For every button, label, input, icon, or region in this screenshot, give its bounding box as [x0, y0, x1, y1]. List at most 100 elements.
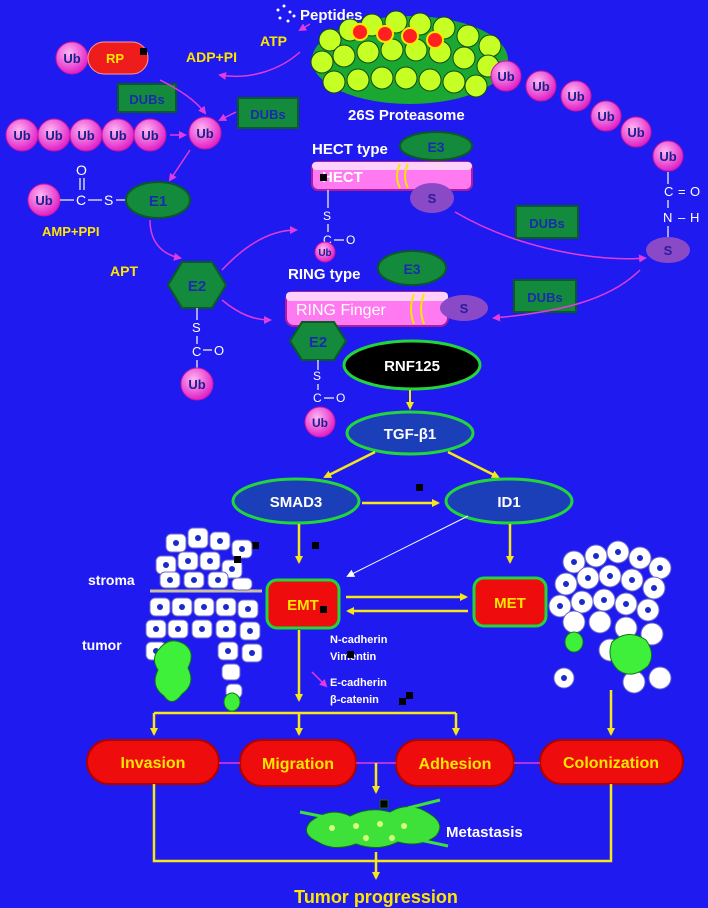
svg-text:S: S	[192, 320, 201, 335]
e2-to-ring-arrow	[221, 299, 272, 324]
id1-node: ID1	[444, 477, 574, 525]
atp-arrow	[218, 51, 301, 80]
amp-ppi-label: AMP+PPI	[42, 224, 99, 239]
svg-text:EMT: EMT	[287, 597, 319, 614]
svg-text:Ub: Ub	[497, 69, 514, 84]
emt-box: EMT	[265, 578, 341, 630]
hect-e3: E3 HECT S S C O Ub	[311, 131, 473, 263]
svg-text:Migration: Migration	[262, 756, 334, 773]
n-cadherin-label: N-cadherin	[330, 634, 388, 646]
svg-text:Ub: Ub	[312, 416, 328, 430]
svg-text:Ub: Ub	[188, 377, 205, 392]
svg-text:Ub: Ub	[597, 109, 614, 124]
artifact-square	[406, 692, 413, 699]
svg-text:Ub: Ub	[627, 125, 644, 140]
e2-enzyme-ring: E2 S C O Ub	[288, 321, 348, 438]
dubs-to-ub-arrow	[218, 111, 237, 121]
svg-text:C: C	[192, 344, 201, 359]
met-box: MET	[472, 576, 548, 628]
artifact-square	[347, 651, 354, 658]
svg-text:Ub: Ub	[567, 89, 584, 104]
svg-text:Ub: Ub	[109, 128, 126, 143]
svg-text:Ub: Ub	[45, 128, 62, 143]
svg-text:DUBs: DUBs	[250, 107, 285, 122]
proteasome-label: 26S Proteasome	[348, 107, 465, 124]
rp-to-ub-arrow	[159, 79, 207, 115]
svg-text:ID1: ID1	[497, 494, 520, 511]
svg-text:E3: E3	[427, 139, 444, 155]
adhesion-box: Adhesion	[395, 739, 515, 787]
tumor-progression-label: Tumor progression	[294, 887, 458, 907]
svg-text:S: S	[104, 192, 113, 208]
svg-text:E2: E2	[188, 278, 206, 295]
svg-text:RNF125: RNF125	[384, 358, 440, 375]
svg-text:Ub: Ub	[35, 193, 52, 208]
svg-text:Ub: Ub	[532, 79, 549, 94]
tgfb1-to-smad3-arrow	[323, 450, 376, 479]
id1-to-emt-arrow	[346, 515, 469, 577]
svg-text:O: O	[214, 343, 224, 358]
substrate-to-ring-arrow	[492, 269, 641, 322]
svg-text:Invasion: Invasion	[121, 755, 186, 772]
svg-text:RING Finger: RING Finger	[296, 302, 386, 319]
svg-text:S: S	[460, 301, 469, 316]
svg-text:Ub: Ub	[196, 126, 213, 141]
metastatic-colony-illustration	[548, 540, 672, 694]
svg-text:E1: E1	[149, 193, 167, 210]
svg-text:O: O	[346, 233, 355, 247]
svg-text:TGF-β1: TGF-β1	[384, 426, 437, 443]
ring-e3: E3 RING Finger S	[285, 250, 488, 327]
svg-text:C: C	[76, 192, 86, 208]
e1-enzyme: Ub C O S E1	[27, 162, 191, 219]
svg-text:C: C	[664, 184, 673, 199]
free-ub: Ub	[188, 116, 222, 150]
svg-text:O: O	[690, 184, 700, 199]
migration-box: Migration	[239, 739, 357, 787]
svg-text:Ub: Ub	[318, 248, 331, 259]
rnf125-node: RNF125	[342, 339, 482, 391]
tgfb1-node: TGF-β1	[345, 410, 475, 456]
svg-text:Ub: Ub	[141, 128, 158, 143]
e2-enzyme-left: E2 S C O Ub	[166, 261, 228, 401]
svg-text:=: =	[678, 184, 686, 199]
svg-text:Ub: Ub	[13, 128, 30, 143]
proteasome-26s	[310, 10, 508, 104]
smad3-node: SMAD3	[231, 477, 361, 525]
colonization-box: Colonization	[539, 739, 684, 785]
svg-text:H: H	[690, 210, 699, 225]
svg-text:S: S	[313, 369, 321, 383]
atp-label: ATP	[260, 33, 287, 49]
metastasis-label: Metastasis	[446, 824, 523, 841]
hect-type-label: HECT type	[312, 141, 388, 158]
ub-rp-complex: Ub RP	[55, 41, 149, 75]
e2-to-hect-arrow	[221, 226, 298, 271]
peptides-dots	[276, 4, 296, 23]
tumor-label: tumor	[82, 637, 122, 653]
progression-collector	[152, 784, 613, 863]
b-catenin-label: β-catenin	[330, 694, 379, 706]
svg-text:Colonization: Colonization	[563, 755, 659, 772]
svg-text:S: S	[323, 209, 331, 223]
metastasis-cells-illustration	[299, 798, 449, 848]
hect-to-substrate-arrow	[454, 211, 647, 263]
tumor-invasion-illustration	[145, 527, 263, 712]
svg-text:E2: E2	[309, 334, 327, 351]
artifact-square	[399, 698, 406, 705]
artifact-square	[416, 484, 423, 491]
rp-label: RP	[106, 51, 124, 66]
svg-text:–: –	[678, 210, 686, 225]
peptide-release-arrow	[298, 23, 311, 32]
svg-text:S: S	[664, 243, 673, 258]
dubs-box-2: DUBs	[237, 97, 299, 129]
svg-text:DUBs: DUBs	[529, 216, 564, 231]
artifact-square	[312, 542, 319, 549]
apt-label: APT	[110, 263, 138, 279]
svg-text:S: S	[428, 191, 437, 206]
artifact-square	[252, 542, 259, 549]
ub-label: Ub	[63, 51, 80, 66]
e-cadherin-label: E-cadherin	[330, 677, 387, 689]
ub-to-e1-arrow	[168, 149, 191, 182]
emt-marker-arrow	[311, 671, 328, 688]
svg-text:Ub: Ub	[77, 128, 94, 143]
